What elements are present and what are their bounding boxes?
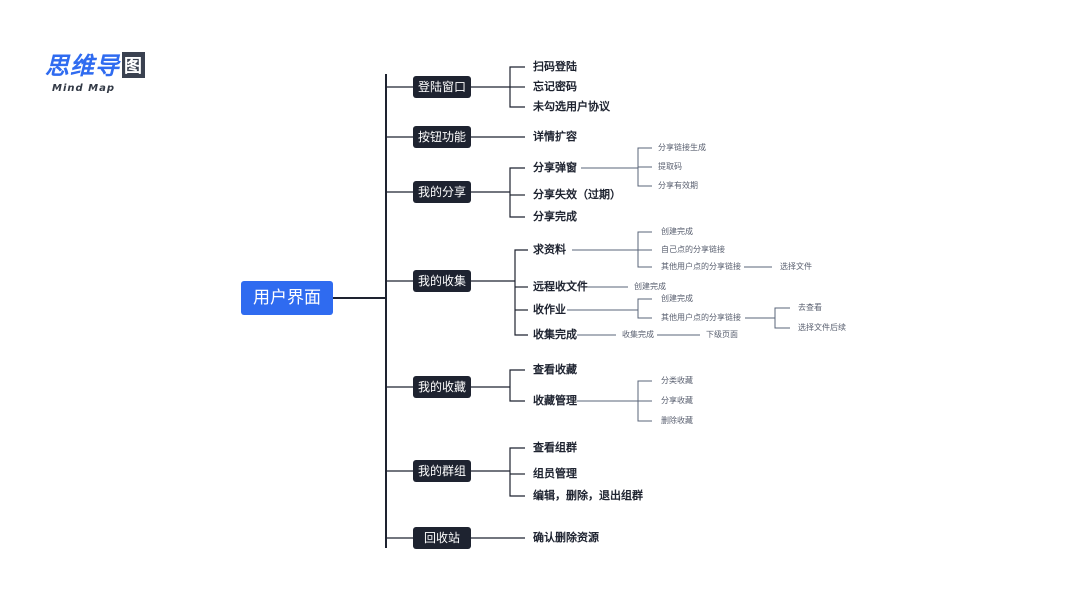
node-login-window[interactable]: 登陆窗口 [413, 76, 471, 98]
node-my-share[interactable]: 我的分享 [413, 181, 471, 203]
node-collect-done[interactable]: 收集完成 [533, 328, 577, 341]
node-confirm-delete[interactable]: 确认删除资源 [533, 531, 599, 544]
node-member-manage[interactable]: 组员管理 [533, 467, 577, 480]
node-my-groups[interactable]: 我的群组 [413, 460, 471, 482]
node-category-favorites[interactable]: 分类收藏 [661, 376, 693, 385]
node-button-functions[interactable]: 按钮功能 [413, 126, 471, 148]
node-recycle-bin[interactable]: 回收站 [413, 527, 471, 549]
node-request-created[interactable]: 创建完成 [661, 227, 693, 236]
node-my-favorites[interactable]: 我的收藏 [413, 376, 471, 398]
logo-subtitle: Mind Map [52, 83, 115, 94]
node-view-favorites[interactable]: 查看收藏 [533, 363, 577, 376]
logo-title-text: 思维导 [45, 52, 120, 80]
node-extract-code[interactable]: 提取码 [658, 162, 682, 171]
node-share-favorites[interactable]: 分享收藏 [661, 396, 693, 405]
node-share-done[interactable]: 分享完成 [533, 210, 577, 223]
node-detail-expand[interactable]: 详情扩容 [533, 130, 577, 143]
node-request-material[interactable]: 求资料 [533, 243, 566, 256]
node-edit-delete-exit[interactable]: 编辑，删除，退出组群 [533, 489, 643, 502]
node-select-file[interactable]: 选择文件 [780, 262, 812, 271]
node-share-validity[interactable]: 分享有效期 [658, 181, 698, 190]
node-unchecked-agreement[interactable]: 未勾选用户协议 [533, 100, 610, 113]
node-delete-favorites[interactable]: 删除收藏 [661, 416, 693, 425]
node-homework-other-link[interactable]: 其他用户点的分享链接 [661, 313, 741, 322]
node-view-groups[interactable]: 查看组群 [533, 441, 577, 454]
logo-title: 思维导图 [45, 46, 145, 81]
node-collect-done-sub[interactable]: 收集完成 [622, 330, 654, 339]
root-node[interactable]: 用户界面 [241, 281, 333, 315]
node-next-page[interactable]: 下级页面 [706, 330, 738, 339]
node-link-generate[interactable]: 分享链接生成 [658, 143, 706, 152]
logo-title-box: 图 [122, 52, 145, 78]
node-forgot-password[interactable]: 忘记密码 [533, 80, 577, 93]
node-manage-favorites[interactable]: 收藏管理 [533, 394, 577, 407]
node-share-expired[interactable]: 分享失效（过期） [533, 188, 621, 201]
node-homework-created[interactable]: 创建完成 [661, 294, 693, 303]
node-homework[interactable]: 收作业 [533, 303, 566, 316]
node-scan-login[interactable]: 扫码登陆 [533, 60, 577, 73]
node-my-collect[interactable]: 我的收集 [413, 270, 471, 292]
node-go-view[interactable]: 去查看 [798, 303, 822, 312]
node-remote-collect[interactable]: 远程收文件 [533, 280, 588, 293]
node-remote-created[interactable]: 创建完成 [634, 282, 666, 291]
node-request-other-link[interactable]: 其他用户点的分享链接 [661, 262, 741, 271]
node-request-own-link[interactable]: 自己点的分享链接 [661, 245, 725, 254]
node-select-file-followup[interactable]: 选择文件后续 [798, 323, 846, 332]
node-share-popup[interactable]: 分享弹窗 [533, 161, 577, 174]
